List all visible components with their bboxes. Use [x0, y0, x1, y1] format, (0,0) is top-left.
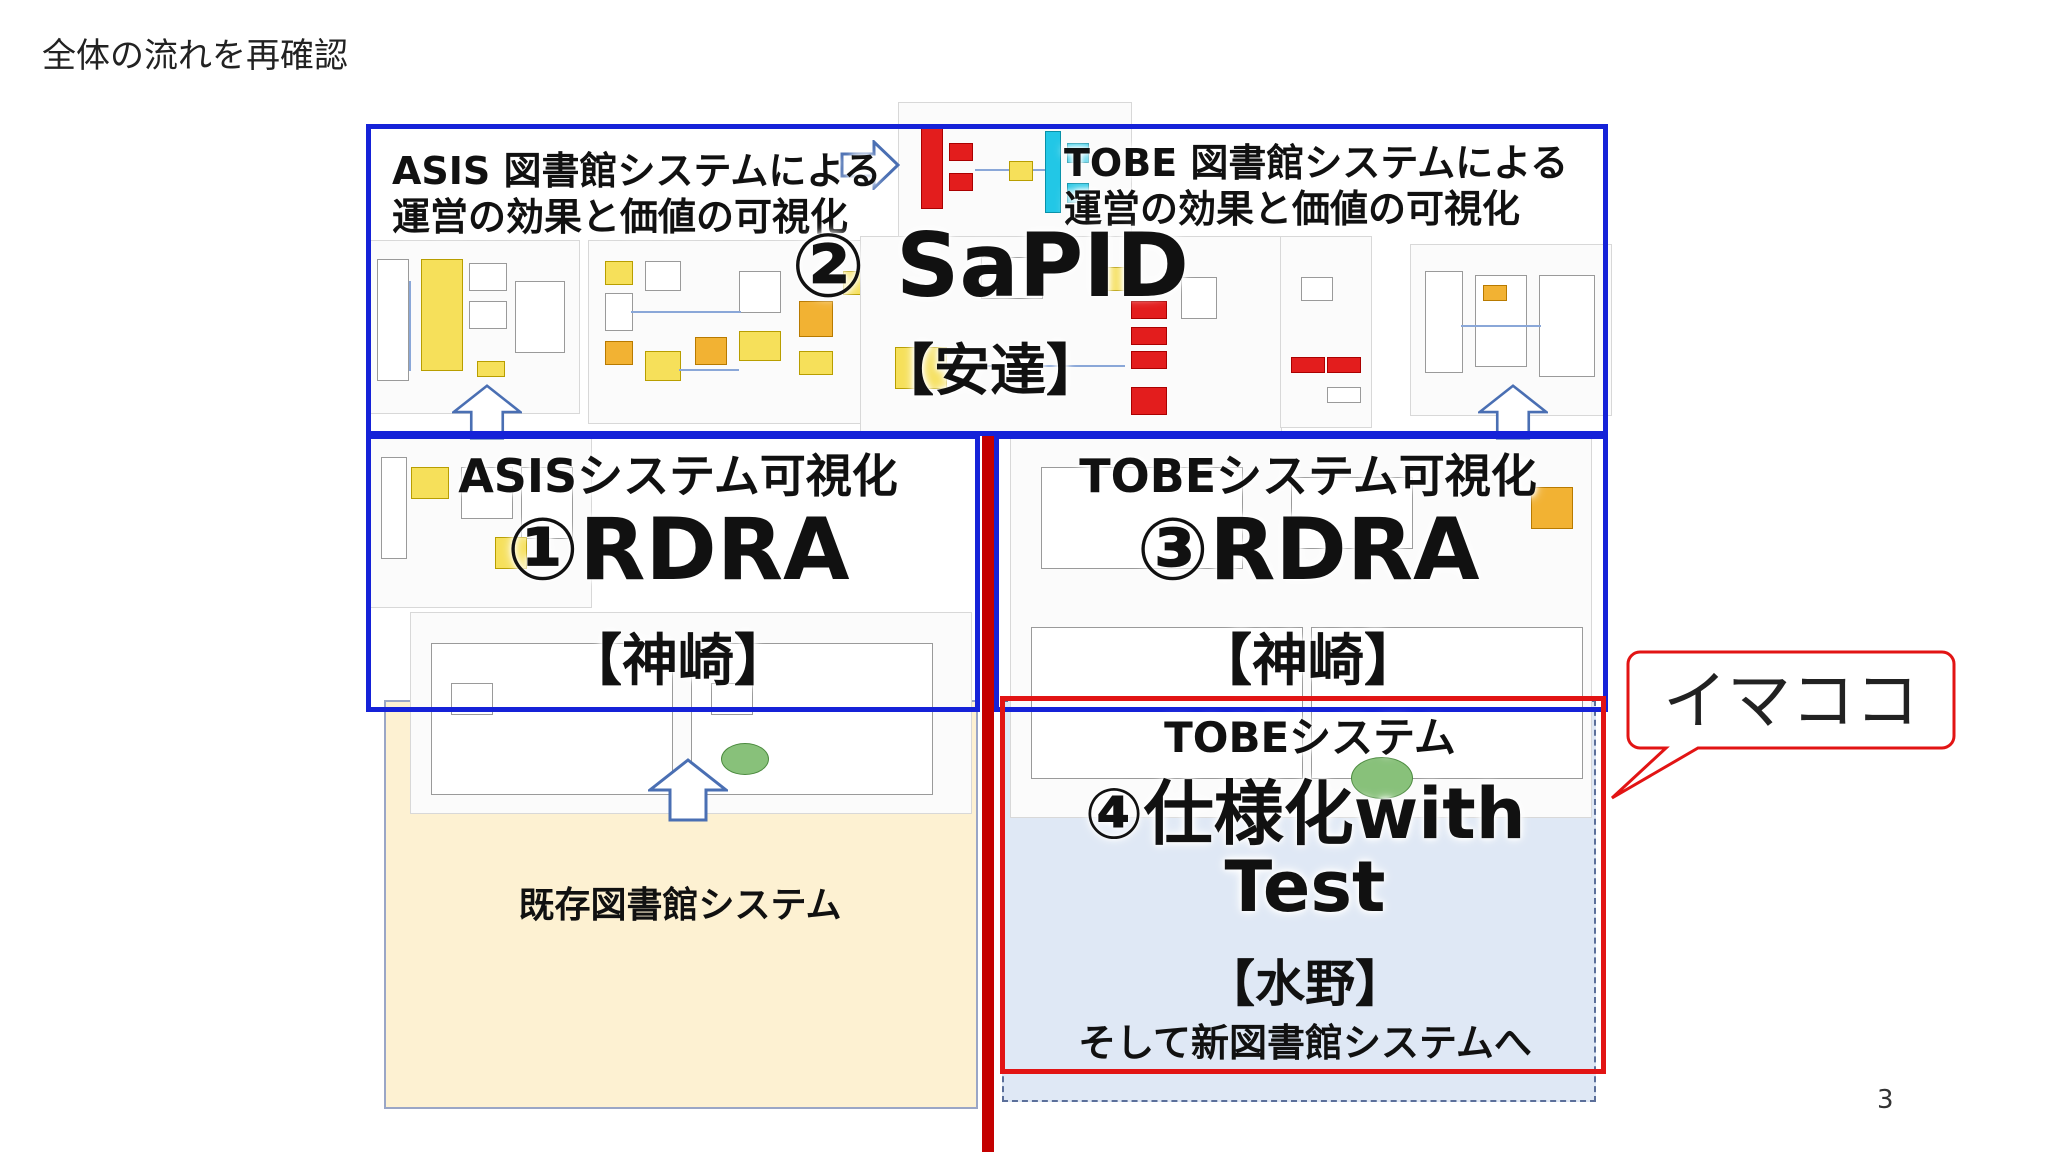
tobe-rdra-owner: 【神崎】 — [1196, 629, 1420, 694]
asis-rdra-frame — [366, 434, 980, 712]
spec-step-line2: Test — [1224, 846, 1386, 928]
spec-step-line1: ④仕様化with — [1084, 773, 1526, 855]
spec-owner: 【水野】 — [1205, 955, 1405, 1013]
sapid-tobe-model-thumbnail — [1410, 244, 1612, 416]
spec-heading: TOBEシステム — [1164, 713, 1456, 762]
right-arrow-icon — [840, 140, 900, 190]
tobe-rdra-frame — [994, 434, 1608, 712]
existing-system-label: 既存図書館システム — [518, 885, 842, 926]
asis-sapid-heading-line1: ASIS 図書館システムによる — [392, 149, 882, 193]
tobe-rdra-step-title: ③RDRA — [1136, 500, 1480, 600]
spec-footer: そして新図書館システムへ — [1078, 1021, 1532, 1065]
tobe-rdra-heading: TOBEシステム可視化 — [1079, 449, 1537, 503]
sapid-step-title: ② SaPID — [790, 214, 1190, 317]
callout-text: イマココ — [1663, 665, 1919, 739]
asis-rdra-overview-thumbnail — [370, 436, 592, 608]
sapid-owner: 【安達】 — [878, 339, 1102, 404]
asis-rdra-owner: 【神崎】 — [566, 629, 790, 694]
asis-sapid-heading-line2: 運営の効果と価値の可視化 — [392, 195, 849, 239]
slide-title: 全体の流れを再確認 — [42, 36, 348, 76]
asis-rdra-step-title: ①RDRA — [506, 500, 850, 600]
sapid-tobe-scenario-thumbnail — [860, 236, 1282, 432]
divider-bar — [982, 432, 994, 1152]
spec-frame — [1000, 696, 1606, 1074]
asis-rdra-heading: ASISシステム可視化 — [458, 449, 898, 503]
sapid-tobe-effect-thumbnail — [1280, 236, 1372, 428]
sapid-asis-scenario-thumbnail — [588, 240, 890, 424]
page-number: 3 — [1877, 1085, 1894, 1115]
sapid-frame — [366, 124, 1608, 436]
tobe-rdra-usecase-thumbnail — [1010, 436, 1592, 818]
current-position-callout — [1610, 650, 1956, 800]
up-arrow-icon — [648, 758, 728, 822]
tobe-sapid-heading-line1: TOBE 図書館システムによる — [1064, 141, 1569, 185]
tobe-sapid-heading-line2: 運営の効果と価値の可視化 — [1064, 187, 1521, 231]
